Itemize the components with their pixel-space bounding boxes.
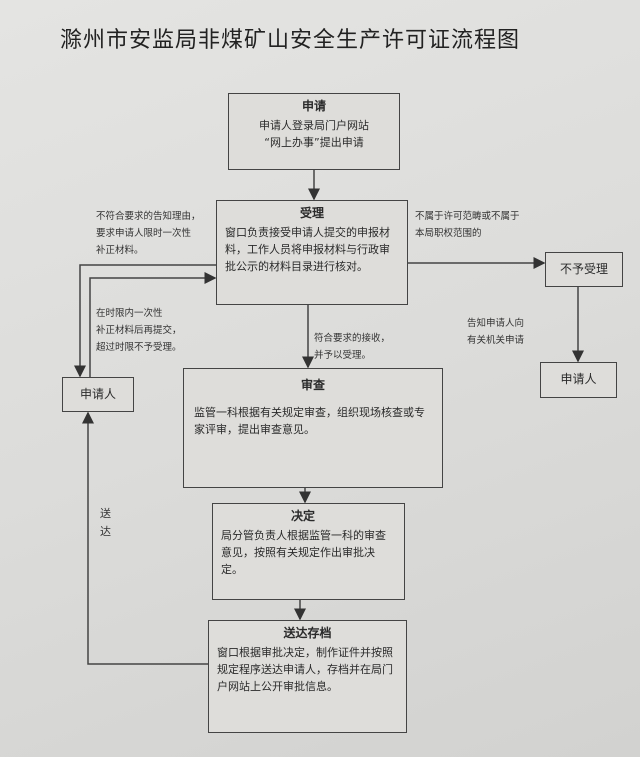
note-delivered: 送达 [100,507,111,538]
note-out-of-scope: 不属于许可范畴或不属于 本局职权范围的 [415,208,520,242]
applicant-label: 申请人 [79,387,116,401]
review-body: 监管一科根据有关规定审查，组织现场核查或专家评审，提出审查意见。 [194,406,425,436]
decision-box: 决定 局分管负责人根据监管一科的审查意见，按照有关规定作出审批决定。 [212,503,405,600]
deliver-box: 送达存档 窗口根据审批决定，制作证件并按照规定程序送达申请人，存档并在局门户网站… [208,620,407,733]
note-line: 不属于许可范畴或不属于 [415,211,520,222]
accept-box: 受理 窗口负责接受申请人提交的申报材料，工作人员将申报材料与行政审批公示的材料目… [216,200,408,305]
note-resubmit: 在时限内一次性 补正材料后再提交， 超过时限不予受理。 [96,305,182,356]
note-line: 不符合要求的告知理由， [96,211,201,222]
note-line: 补正材料后再提交， [96,325,182,336]
apply-line: 申请人登录局门户网站 [259,119,369,132]
accept-body: 窗口负责接受申请人提交的申报材料，工作人员将申报材料与行政审批公示的材料目录进行… [225,226,390,273]
note-line: 要求申请人限时一次性 [96,228,192,239]
note-line: 有关机关申请 [467,335,525,346]
reject-label: 不予受理 [559,262,608,276]
note-line: 本局职权范围的 [415,228,482,239]
decision-body: 局分管负责人根据监管一科的审查意见，按照有关规定作出审批决定。 [221,529,386,576]
accept-heading: 受理 [299,206,324,220]
apply-box: 申请 申请人登录局门户网站 “网上办事”提出申请 [228,93,400,170]
decision-heading: 决定 [291,509,316,523]
reject-box: 不予受理 [545,252,623,287]
deliver-heading: 送达存档 [283,626,332,640]
review-box: 审查 监管一科根据有关规定审查，组织现场核查或专家评审，提出审查意见。 [183,368,443,488]
note-incomplete: 不符合要求的告知理由， 要求申请人限时一次性 补正材料。 [96,208,201,259]
deliver-body: 窗口根据审批决定，制作证件并按照规定程序送达申请人，存档并在局门户网站上公开审批… [217,646,393,693]
review-heading: 审查 [300,378,325,392]
note-line: 在时限内一次性 [96,308,163,319]
applicant-right-box: 申请人 [540,362,617,398]
note-line: 并予以受理。 [314,350,372,361]
note-qualified: 符合要求的接收， 并予以受理。 [314,330,390,364]
apply-line: “网上办事”提出申请 [264,136,364,149]
arrow-deliver-to-applicant [82,411,208,665]
note-line: 补正材料。 [96,245,144,256]
arrow-accept-to-applicant [74,264,216,378]
apply-heading: 申请 [301,99,326,113]
applicant-left-box: 申请人 [62,377,134,412]
note-line: 超过时限不予受理。 [96,342,182,353]
note-line: 告知申请人向 [467,318,525,329]
arrow-applicant-to-accept [89,272,217,377]
note-inform: 告知申请人向 有关机关申请 [467,315,524,349]
note-line: 符合要求的接收， [314,333,391,344]
page-title: 滁州市安监局非煤矿山安全生产许可证流程图 [60,28,521,53]
applicant-label: 申请人 [560,372,597,386]
